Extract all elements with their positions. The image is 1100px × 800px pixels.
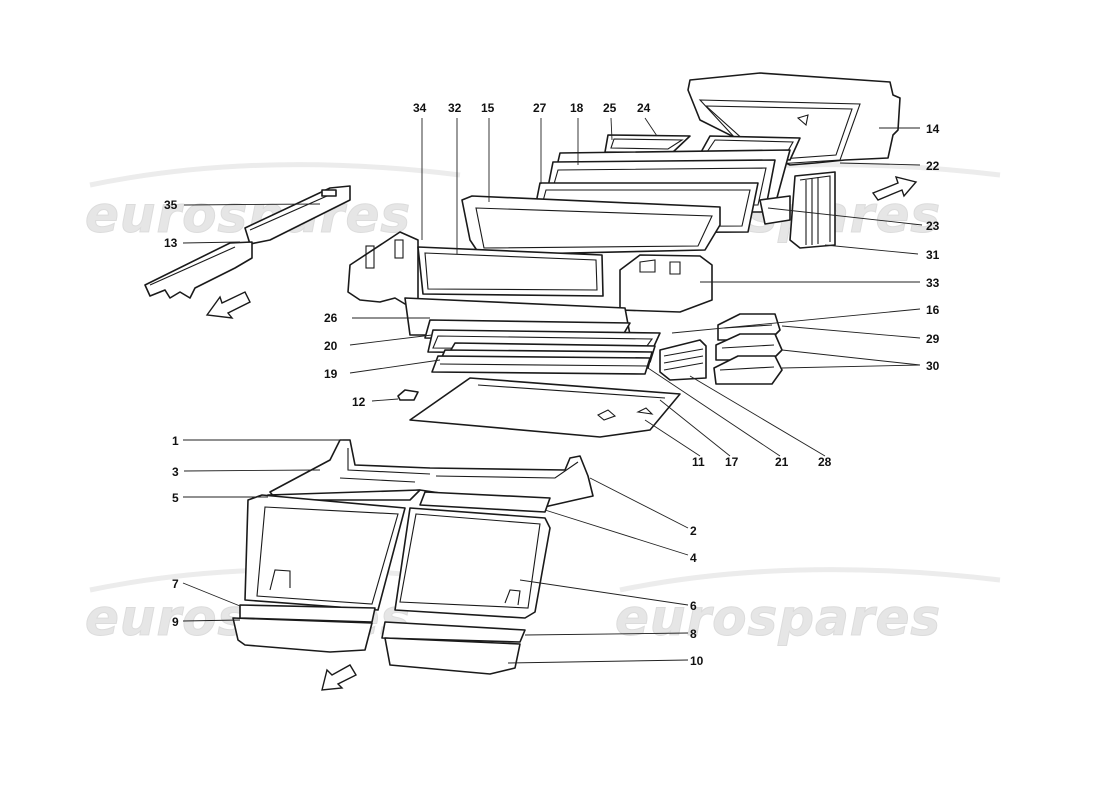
callout-34: 34 [413, 101, 427, 115]
callout-19: 19 [324, 367, 338, 381]
callout-7: 7 [172, 577, 179, 591]
callout-16: 16 [926, 303, 940, 317]
callout-6: 6 [690, 599, 697, 613]
callout-28: 28 [818, 455, 832, 469]
callout-27: 27 [533, 101, 547, 115]
callout-4: 4 [690, 551, 697, 565]
callout-24: 24 [637, 101, 651, 115]
callout-33: 33 [926, 276, 940, 290]
part-backrest [417, 246, 604, 297]
direction-arrow-bottom [321, 664, 357, 691]
callout-2: 2 [690, 524, 697, 538]
callout-35: 35 [164, 198, 178, 212]
callout-17: 17 [725, 455, 739, 469]
watermark-top-left: eurospares [85, 186, 411, 244]
callout-9: 9 [172, 615, 179, 629]
callout-15: 15 [481, 101, 495, 115]
callout-21: 21 [775, 455, 789, 469]
callout-12: 12 [352, 395, 366, 409]
part-front-strips [232, 604, 526, 675]
callout-26: 26 [324, 311, 338, 325]
callout-22: 22 [926, 159, 940, 173]
callout-10: 10 [690, 654, 704, 668]
callout-32: 32 [448, 101, 462, 115]
callout-14: 14 [926, 122, 940, 136]
callout-8: 8 [690, 627, 697, 641]
callout-13: 13 [164, 236, 178, 250]
callout-25: 25 [603, 101, 617, 115]
part-side-trim-left [144, 185, 351, 299]
callout-29: 29 [926, 332, 940, 346]
part-right-stacks [759, 171, 836, 249]
callout-23: 23 [926, 219, 940, 233]
direction-arrow-top-right [871, 176, 918, 201]
part-clip [397, 389, 419, 401]
watermark-bottom-right: eurospares [615, 589, 941, 647]
part-front-floor [267, 489, 551, 513]
part-floor-mats [404, 297, 661, 375]
callout-labels: 35 13 34 32 15 27 18 25 24 14 22 23 31 3… [164, 101, 940, 668]
callout-3: 3 [172, 465, 179, 479]
part-main-tray [461, 195, 721, 256]
callout-18: 18 [570, 101, 584, 115]
callout-1: 1 [172, 434, 179, 448]
direction-arrow-top-left [205, 291, 251, 319]
part-large-floor-panels [244, 494, 551, 619]
leader-lines [182, 117, 923, 664]
part-small-stack [659, 339, 707, 381]
callout-11: 11 [692, 455, 705, 469]
callout-5: 5 [172, 491, 179, 505]
part-side-trays [713, 313, 783, 385]
callout-30: 30 [926, 359, 940, 373]
callout-31: 31 [926, 248, 940, 262]
part-floor-panel [409, 377, 681, 438]
callout-20: 20 [324, 339, 338, 353]
part-side-walls [347, 231, 713, 313]
